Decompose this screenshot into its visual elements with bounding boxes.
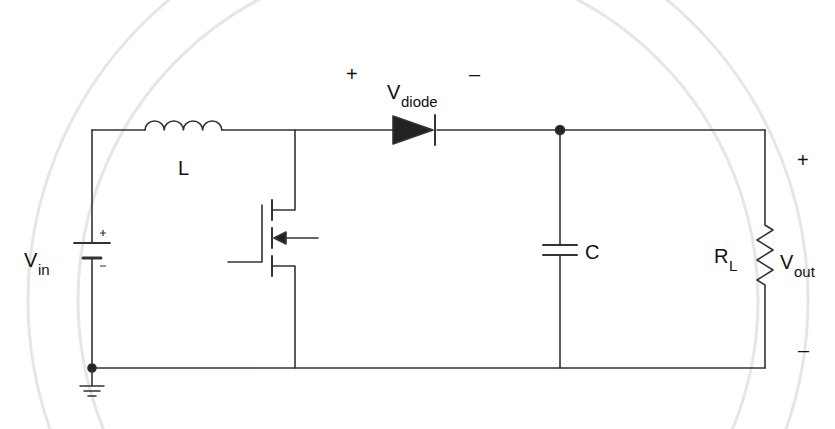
polarity-sign: + [797, 150, 809, 170]
mosfet-channel [271, 200, 273, 276]
mosfet-source [272, 266, 295, 368]
signal-name: V [387, 82, 400, 102]
diode-symbol [393, 116, 433, 144]
polarity-sign: + [346, 64, 358, 84]
capacitor-symbol [543, 245, 577, 255]
mosfet-drain [272, 130, 295, 210]
wire [222, 129, 393, 131]
ground-symbol [80, 368, 104, 396]
wire [559, 130, 561, 368]
signal-subscript: in [38, 262, 50, 277]
signal-name: V [24, 250, 37, 270]
polarity-sign: – [469, 64, 480, 84]
part-name: R [714, 246, 728, 266]
inductor-symbol [145, 121, 222, 130]
diode-bar [434, 115, 436, 145]
part-subscript: L [729, 258, 737, 273]
watermark-seal [28, 0, 808, 429]
resistor-symbol [757, 130, 773, 368]
signal-subscript: out [794, 264, 815, 279]
mosfet-gate [228, 205, 262, 262]
polarity-sign: – [798, 340, 809, 360]
part-name: L [178, 158, 189, 178]
battery-polarity [100, 230, 106, 266]
signal-name: V [780, 252, 793, 272]
wire [91, 130, 93, 368]
wire [437, 129, 765, 131]
battery-plate [83, 257, 101, 260]
part-name: C [585, 242, 599, 262]
mosfet-arrow [274, 232, 286, 244]
battery-plate [74, 242, 110, 244]
wire [92, 129, 145, 131]
signal-subscript: diode [401, 94, 438, 109]
wire [92, 367, 765, 369]
